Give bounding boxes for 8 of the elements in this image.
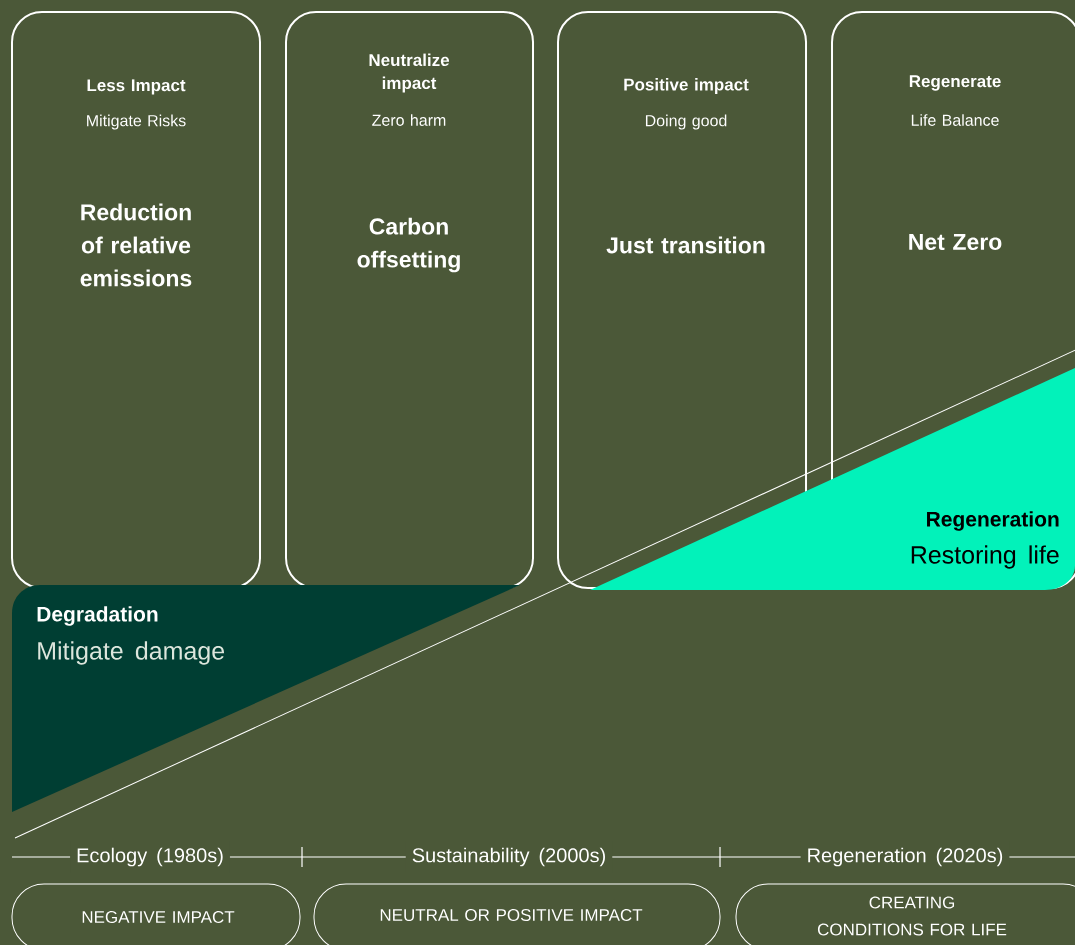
impact-pill: NEGATIVE IMPACT [11, 883, 301, 945]
era-label: Ecology (1980s) [70, 841, 230, 873]
era-label: Sustainability (2000s) [405, 841, 613, 873]
degradation-triangle: Degradation Mitigate damage [12, 585, 520, 812]
era-label: Regeneration (2020s) [800, 841, 1010, 873]
impact-pill: CREATING CONDITIONS FOR LIFE [735, 883, 1075, 945]
impact-pill: NEUTRAL OR POSITIVE IMPACT [313, 883, 721, 945]
regeneration-triangle: Regeneration Restoring life [590, 368, 1075, 590]
